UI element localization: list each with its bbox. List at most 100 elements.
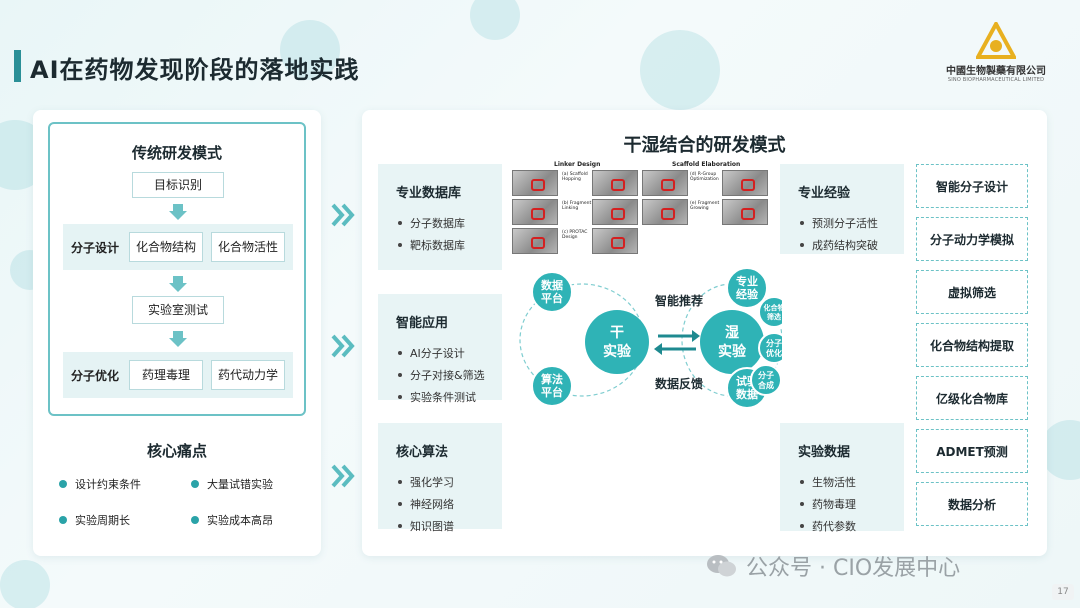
company-logo: 中國生物製藥有限公司 SINO BIOPHARMACEUTICAL LIMITE… xyxy=(946,22,1046,83)
svg-text:合成: 合成 xyxy=(757,380,774,390)
molecule-label: (e) Fragment Growing xyxy=(690,201,720,211)
molecule-image xyxy=(642,199,688,225)
figure-header-scaffold: Scaffold Elaboration xyxy=(672,161,741,168)
svg-text:实验: 实验 xyxy=(718,343,747,360)
svg-text:湿: 湿 xyxy=(725,325,739,341)
bullet-dot-icon xyxy=(191,516,199,524)
chevron-right-icon xyxy=(331,203,355,227)
tag-smart-molecule-design: 智能分子设计 xyxy=(916,164,1028,208)
step-target-identification: 目标识别 xyxy=(132,172,224,198)
row-label-molecule-design: 分子设计 xyxy=(71,241,120,255)
molecule-image xyxy=(512,228,558,254)
info-box-professional-database: 专业数据库 分子数据库靶标数据库 xyxy=(378,164,502,270)
dry-wet-cycle-diagram: 干 实验 湿 实验 智能推荐 数据反馈 数据 平台 算法 平台 专业 xyxy=(519,267,783,409)
title-accent-bar xyxy=(14,50,21,82)
tag-molecular-dynamics: 分子动力学模拟 xyxy=(916,217,1028,261)
bullet-dot-icon xyxy=(59,516,67,524)
step-lab-testing: 实验室测试 xyxy=(132,296,224,324)
bg-bubble xyxy=(640,30,720,110)
info-box-smart-application: 智能应用 AI分子设计分子对接&筛选实验条件测试 xyxy=(378,294,502,404)
bullet-dot-icon xyxy=(59,480,67,488)
molecule-optimization-row: 分子优化 药理毒理 药代动力学 xyxy=(63,352,293,398)
svg-text:经验: 经验 xyxy=(736,287,759,301)
traditional-model-title: 传统研发模式 xyxy=(131,144,222,162)
svg-text:优化: 优化 xyxy=(766,348,782,358)
row-label-molecule-optimization: 分子优化 xyxy=(71,369,120,383)
bullet-dot-icon xyxy=(191,480,199,488)
main-panel: 干湿结合的研发模式 专业数据库 分子数据库靶标数据库 智能应用 AI分子设计分子… xyxy=(362,110,1047,556)
svg-text:筛选: 筛选 xyxy=(767,312,781,321)
wechat-icon xyxy=(707,555,736,577)
svg-text:数据: 数据 xyxy=(541,278,563,292)
molecule-image xyxy=(642,170,688,196)
pain-point-item: 实验周期长 xyxy=(59,512,130,528)
pain-point-item: 实验成本高昂 xyxy=(191,512,273,528)
info-box-core-algorithm: 核心算法 强化学习神经网络知识图谱 xyxy=(378,423,502,533)
label-smart-recommendation: 智能推荐 xyxy=(654,293,703,308)
box-compound-activity: 化合物活性 xyxy=(211,232,285,262)
bg-bubble xyxy=(0,560,50,608)
node-algorithm-platform: 算法 平台 xyxy=(531,365,573,407)
node-molecule-optimization: 分子 优化 xyxy=(758,332,782,364)
chevron-right-icon xyxy=(331,334,355,358)
molecule-image xyxy=(512,199,558,225)
figure-header-linker: Linker Design xyxy=(554,161,601,168)
molecule-label: (c) PROTAC Design xyxy=(562,230,588,240)
triangle-logo-icon xyxy=(976,22,1016,59)
box-compound-structure: 化合物结构 xyxy=(129,232,203,262)
traditional-model-box: 传统研发模式 目标识别 分子设计 化合物结构 化合物活性 实验室测试 分子优化 … xyxy=(48,122,306,416)
tag-admet-prediction: ADMET预测 xyxy=(916,429,1028,473)
svg-text:分子: 分子 xyxy=(758,370,774,380)
tag-compound-extraction: 化合物结构提取 xyxy=(916,323,1028,367)
dry-experiment-node: 干 实验 xyxy=(585,310,649,374)
logo-name-cn: 中國生物製藥有限公司 xyxy=(946,66,1046,77)
svg-text:实验: 实验 xyxy=(603,343,632,360)
bg-bubble xyxy=(470,0,520,40)
molecule-design-figure: Linker Design Scaffold Elaboration (a) S… xyxy=(512,158,770,258)
node-data-platform: 数据 平台 xyxy=(531,271,573,313)
down-arrow-icon xyxy=(169,276,187,292)
molecule-image xyxy=(592,199,638,225)
node-compound-screening: 化合物 筛选 xyxy=(758,296,783,328)
svg-text:化合物: 化合物 xyxy=(764,303,783,312)
down-arrow-icon xyxy=(169,204,187,220)
molecule-image xyxy=(592,228,638,254)
pain-points-title: 核心痛点 xyxy=(146,442,207,460)
pain-point-item: 大量试错实验 xyxy=(191,476,273,492)
info-box-professional-experience: 专业经验 预测分子活性成药结构突破 xyxy=(780,164,904,254)
left-panel: 传统研发模式 目标识别 分子设计 化合物结构 化合物活性 实验室测试 分子优化 … xyxy=(33,110,321,556)
label-data-feedback: 数据反馈 xyxy=(655,376,703,391)
watermark: 公众号 · CIO发展中心 xyxy=(706,550,960,582)
molecule-label: (a) Scaffold Hopping xyxy=(562,172,588,182)
svg-text:分子: 分子 xyxy=(766,338,782,348)
molecule-design-row: 分子设计 化合物结构 化合物活性 xyxy=(63,224,293,270)
svg-text:算法: 算法 xyxy=(540,372,563,386)
molecule-image xyxy=(512,170,558,196)
page-number: 17 xyxy=(1052,584,1074,600)
molecule-image xyxy=(592,170,638,196)
svg-text:专业: 专业 xyxy=(736,274,758,288)
svg-text:平台: 平台 xyxy=(541,385,563,399)
wet-experiment-node: 湿 实验 xyxy=(700,310,764,374)
pain-point-item: 设计约束条件 xyxy=(59,476,141,492)
main-title: 干湿结合的研发模式 xyxy=(623,135,786,156)
molecule-image xyxy=(722,170,768,196)
info-box-experiment-data: 实验数据 生物活性药物毒理药代参数 xyxy=(780,423,904,533)
node-professional-experience: 专业 经验 xyxy=(726,267,768,309)
slide-title: AI在药物发现阶段的落地实践 xyxy=(30,56,360,84)
tag-virtual-screening: 虚拟筛选 xyxy=(916,270,1028,314)
bg-bubble xyxy=(280,20,340,80)
logo-name-en: SINO BIOPHARMACEUTICAL LIMITED xyxy=(947,77,1045,83)
node-molecule-synthesis: 分子 合成 xyxy=(750,364,782,396)
svg-text:干: 干 xyxy=(610,325,624,341)
molecule-image xyxy=(722,199,768,225)
tag-data-analysis: 数据分析 xyxy=(916,482,1028,526)
molecule-label: (b) Fragment Linking xyxy=(562,201,592,211)
down-arrow-icon xyxy=(169,331,187,347)
box-pharmacokinetics: 药代动力学 xyxy=(211,360,285,390)
tag-compound-library: 亿级化合物库 xyxy=(916,376,1028,420)
box-pharmacology-toxicology: 药理毒理 xyxy=(129,360,203,390)
svg-text:平台: 平台 xyxy=(541,291,563,305)
molecule-label: (d) R-Group Optimization xyxy=(690,172,719,182)
watermark-text: 公众号 · CIO发展中心 xyxy=(746,556,961,581)
